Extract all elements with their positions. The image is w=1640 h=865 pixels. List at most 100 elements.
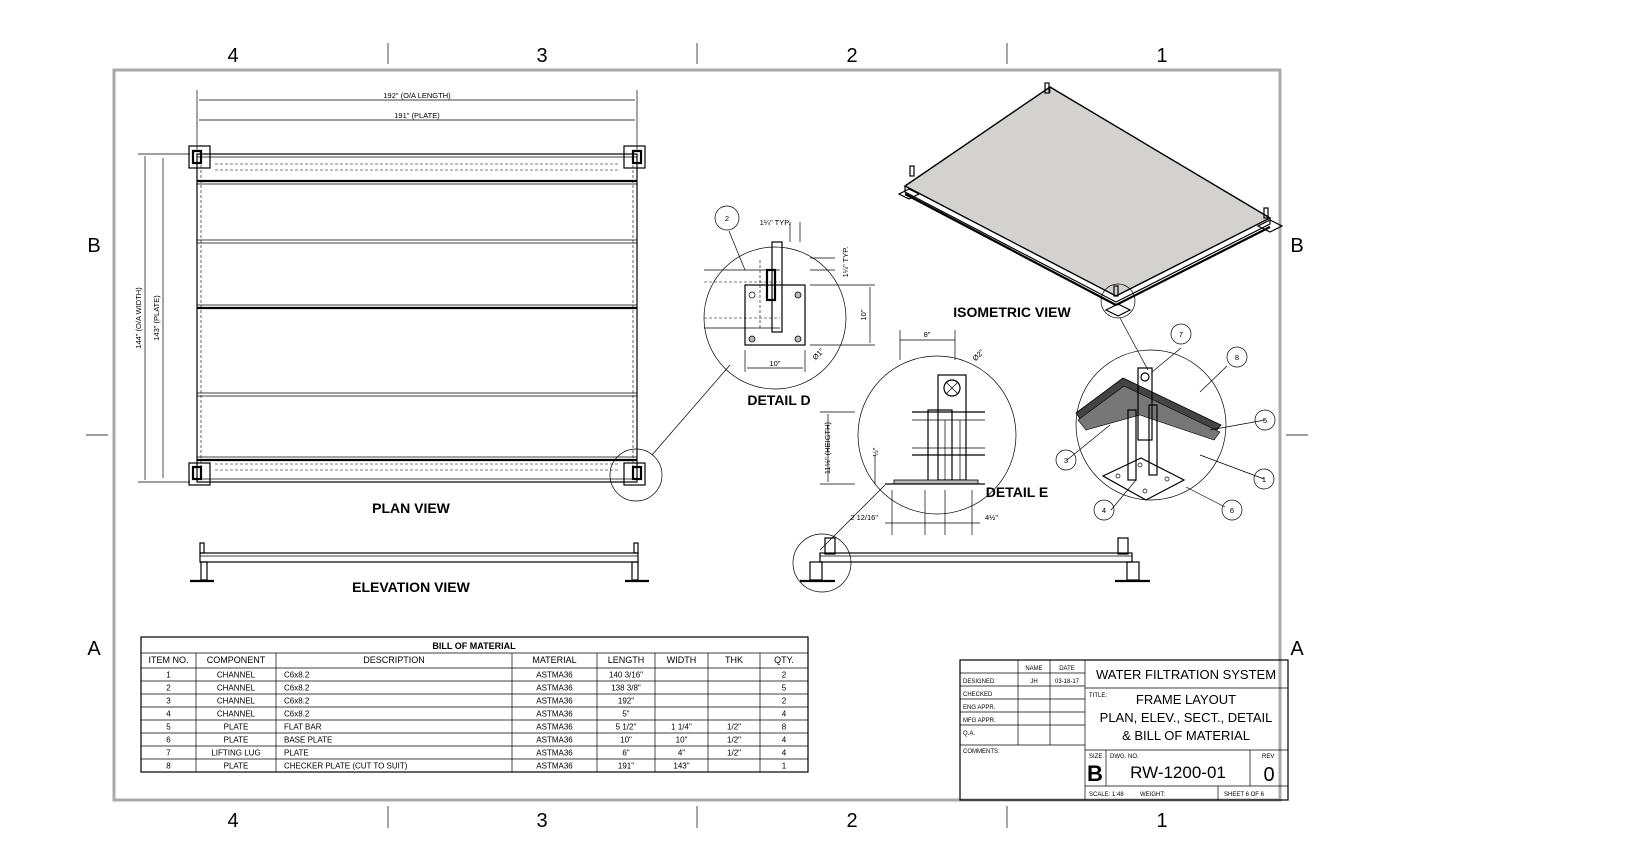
bom-cell: CHANNEL: [217, 710, 256, 719]
bom-cell: PLATE: [224, 723, 249, 732]
tb-dwg-no: RW-1200-01: [1130, 763, 1226, 782]
zone-top-3: 3: [536, 45, 547, 67]
bom-cell: 7: [166, 749, 171, 758]
bom-cell: ASTMA36: [536, 762, 573, 771]
dim-oa-width: 144" (O/A WIDTH): [134, 287, 143, 349]
bom-cell: 6": [622, 749, 629, 758]
tb-rev: 0: [1263, 764, 1274, 786]
tb-title-line-2: PLAN, ELEV., SECT., DETAIL: [1100, 710, 1273, 725]
bom-header-cell: LENGTH: [608, 655, 645, 665]
tb-row-designed: DESIGNED: [963, 679, 995, 685]
bom-cell: 1/2": [727, 749, 741, 758]
leader-lines: [728, 230, 1266, 511]
tb-scale: SCALE: 1:48: [1089, 792, 1124, 798]
bom-cell: 1: [166, 671, 171, 680]
bom-cell: 1: [782, 762, 787, 771]
title-block: NAME DATE DESIGNED CHECKED ENG APPR. MFG…: [959, 659, 1289, 801]
bom-cell: 138 3/8": [611, 684, 641, 693]
zone-bottom-1: 1: [1156, 810, 1167, 832]
detail-e-label: DETAIL E: [986, 484, 1049, 500]
tb-title-line-3: & BILL OF MATERIAL: [1122, 728, 1250, 743]
bom-header-cell: DESCRIPTION: [363, 655, 425, 665]
bom-cell: 4: [166, 710, 171, 719]
bom-cell: 1/2": [727, 736, 741, 745]
bom-header-cell: COMPONENT: [207, 655, 266, 665]
tb-row-qa: Q.A.: [963, 731, 975, 737]
dim-e-height: 11½" (HEIGTH): [823, 421, 832, 474]
bom-cell: 140 3/16": [609, 671, 643, 680]
dim-d-dia: Ø1": [811, 346, 827, 362]
bom-cell: 4: [782, 749, 787, 758]
dim-e-half: ½": [871, 447, 880, 456]
bom-cell: 5 1/2": [616, 723, 637, 732]
bom-cell: 5: [166, 723, 171, 732]
zone-labels: 4 3 2 1 4 3 2 1 B A B A: [87, 45, 1304, 832]
bom-cell: 2: [782, 697, 787, 706]
balloon-1: 1: [1262, 475, 1266, 484]
bom-header-cell: ITEM NO.: [149, 655, 189, 665]
bom-cell: 1/2": [727, 723, 741, 732]
zone-bottom-3: 3: [536, 810, 547, 832]
bom-cell: 4": [678, 749, 685, 758]
zone-bottom-4: 4: [227, 810, 238, 832]
bom-cell: ASTMA36: [536, 684, 573, 693]
balloon-4: 4: [1102, 506, 1106, 515]
bom-cell: C6x8.2: [284, 671, 310, 680]
isometric-detail: [1075, 349, 1227, 501]
balloon-2: 2: [725, 214, 729, 223]
bom-cell: 3: [166, 697, 171, 706]
tb-row-mfg-appr: MFG APPR.: [963, 718, 996, 724]
bom-cell: 191": [618, 762, 634, 771]
tb-row-comments: COMMENTS:: [963, 749, 1000, 755]
elevation-view-label: ELEVATION VIEW: [352, 579, 470, 595]
tb-name-header: NAME: [1025, 666, 1042, 672]
bom-cell: FLAT BAR: [284, 723, 322, 732]
tb-date-header: DATE: [1059, 666, 1075, 672]
bom-cell: LIFTING LUG: [211, 749, 260, 758]
dim-oa-length: 192" (O/A LENGTH): [383, 91, 451, 100]
elevation-view: [190, 542, 649, 583]
tb-sheet: SHEET 6 OF 6: [1224, 792, 1265, 798]
tb-rev-label: REV: [1262, 754, 1274, 760]
dim-e-4: 4½": [985, 513, 998, 522]
bom-cell: 5: [782, 684, 787, 693]
side-elevation-view: [792, 533, 1150, 593]
bom-cell: 10": [676, 736, 688, 745]
bom-cell: ASTMA36: [536, 710, 573, 719]
bom-cell: 10": [620, 736, 632, 745]
tb-row-eng-appr: ENG APPR.: [963, 705, 996, 711]
isometric-view: [897, 82, 1284, 371]
bom-cell: ASTMA36: [536, 671, 573, 680]
bom-cell: 2: [166, 684, 171, 693]
detail-d: 1¼" TYP. 1¼" TYP. 10" 10" Ø1": [703, 218, 875, 390]
bom-cell: 8: [782, 723, 787, 732]
bom-header-cell: THK: [725, 655, 743, 665]
bom-header-cell: WIDTH: [667, 655, 697, 665]
bom-cell: BASE PLATE: [284, 736, 332, 745]
tb-row-checked: CHECKED: [963, 692, 993, 698]
bom-cell: 6: [166, 736, 171, 745]
dim-plate-length: 191" (PLATE): [394, 111, 440, 120]
zone-top-4: 4: [227, 45, 238, 67]
tb-weight: WEIGHT:: [1140, 792, 1165, 798]
bom-cell: 5": [622, 710, 629, 719]
tb-size: B: [1087, 761, 1103, 786]
plan-view: [188, 145, 731, 502]
dim-e-8: 8": [924, 330, 931, 339]
balloon-6: 6: [1230, 506, 1234, 515]
bom-cell: ASTMA36: [536, 749, 573, 758]
tb-designer: JH: [1030, 679, 1037, 685]
dim-d-typ-vertical: 1¼" TYP.: [841, 247, 850, 278]
tb-title-line-1: FRAME LAYOUT: [1136, 692, 1236, 707]
tb-design-date: 03-18-17: [1055, 679, 1080, 685]
bom-header-cell: MATERIAL: [532, 655, 576, 665]
zone-left-b: B: [87, 235, 100, 257]
bom-cell: PLATE: [284, 749, 309, 758]
bom-cell: CHANNEL: [217, 671, 256, 680]
plan-view-label: PLAN VIEW: [372, 500, 451, 516]
